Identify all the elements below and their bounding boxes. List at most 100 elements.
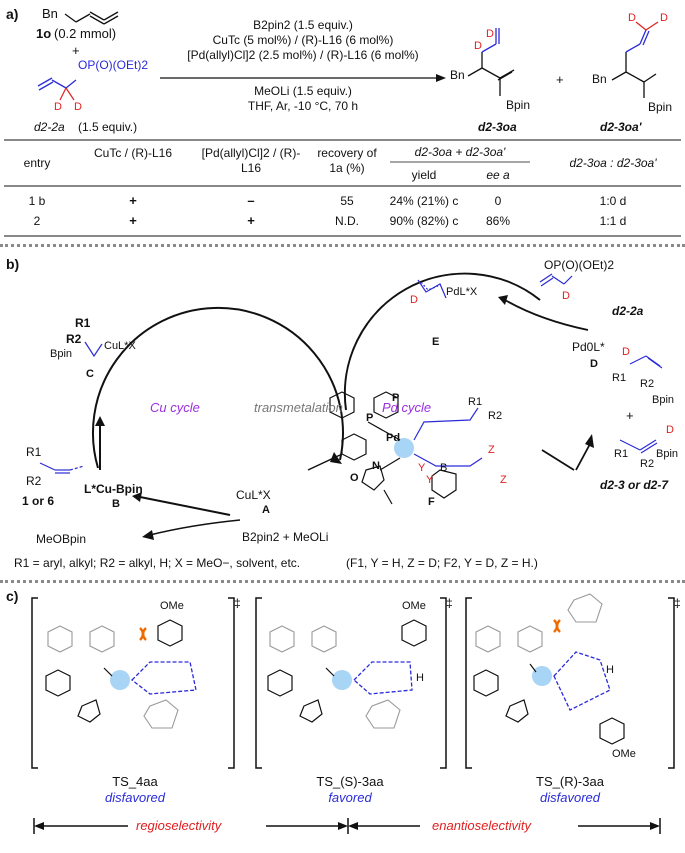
footnote-right: (F1, Y = H, Z = D; F2, Y = D, Z = H.) (346, 556, 538, 570)
ts1-note: disfavored (105, 790, 165, 805)
product-3oa-icon (467, 52, 515, 96)
allyl-c-icon (84, 341, 103, 358)
b-phosphate: OP(O)(OEt)2 (544, 258, 615, 272)
prod-bpin-2: Bpin (656, 448, 679, 460)
dagger-3: ‡ (674, 596, 681, 610)
allyl-phosphate-icon (37, 77, 77, 91)
th-ee: ee a (486, 168, 510, 182)
selectivity-arrows (33, 818, 661, 834)
f-p2: P (366, 412, 374, 424)
cell-ee: 0 (494, 194, 502, 208)
b-label: B (112, 498, 120, 510)
allene-r1: R1 (26, 445, 42, 459)
pd-cycle-label: Pd cycle (382, 400, 432, 415)
f-n: N (372, 460, 380, 472)
prod-name: d2-3 or d2-7 (600, 478, 669, 492)
condition-b2pin2: B2pin2 (1.5 equiv.) (253, 18, 353, 32)
prod-d2: D (666, 424, 674, 436)
compound-2a-name: d2-2a (34, 120, 65, 134)
f-label: F (428, 496, 435, 508)
pd-ball-ts3 (532, 666, 552, 686)
th-products: d2-3oa + d2-3oa' (414, 145, 506, 159)
a-label: A (262, 504, 270, 516)
prod-bpin: Bpin (652, 394, 675, 406)
condition-meoli: MeOLi (1.5 equiv.) (254, 84, 352, 98)
e-text: PdL*X (446, 286, 478, 298)
f-z1: Z (488, 444, 495, 456)
cell-pd: – (247, 193, 255, 208)
panel-b-label: b) (6, 256, 20, 272)
b-text: L*Cu-Bpin (84, 482, 143, 496)
product-1-name: d2-3oa (478, 120, 517, 134)
condition-cutc: CuTc (5 mol%) / (R)-L16 (6 mol%) (212, 33, 394, 47)
conditions-below: MeOLi (1.5 equiv.) THF, Ar, -10 °C, 70 h (160, 84, 446, 114)
f-p1: P (392, 392, 400, 404)
product-1-bpin: Bpin (506, 98, 531, 112)
cell-yield: 90% (82%) c (389, 214, 459, 228)
f-y1: Y (418, 462, 426, 474)
pd-ball-ts2 (332, 670, 352, 690)
product-1-d2: D (486, 28, 494, 40)
panel-c-label: c) (6, 588, 19, 604)
enantioselectivity-label: enantioselectivity (432, 818, 531, 833)
product-2-d1: D (628, 12, 636, 24)
th-pd: [Pd(allyl)Cl]2 / (R)-L16 (201, 146, 301, 175)
a-text: CuL*X (236, 488, 271, 502)
ts-brackets (31, 597, 675, 769)
allene-1o-icon (64, 11, 119, 25)
footnote-left: R1 = aryl, alkyl; R2 = alkyl, H; X = MeO… (14, 556, 301, 570)
pd-ball-f (394, 438, 414, 458)
th-ratio: d2-3oa : d2-3oa' (569, 156, 657, 170)
panel-a-label: a) (6, 6, 19, 22)
allyl-phosphate-b-icon (539, 273, 573, 287)
condition-pd: [Pd(allyl)Cl]2 (2.5 mol%) / (R)-L16 (6 m… (187, 48, 419, 62)
cell-entry: 1 b (28, 194, 46, 208)
product-2-d2: D (660, 12, 668, 24)
prod-r1-2: R1 (614, 448, 629, 460)
dagger-2: ‡ (446, 596, 453, 610)
cell-recovery: 55 (340, 194, 354, 208)
product-b-icon (619, 355, 663, 454)
c-r1: R1 (75, 316, 91, 330)
th-recovery: recovery of 1a (%) (317, 146, 377, 175)
cell-recovery: N.D. (335, 214, 359, 228)
e-label: E (432, 336, 440, 348)
ts3-h: H (606, 664, 614, 676)
phosphate-group: OP(O)(OEt)2 (78, 58, 149, 72)
ts1-name: TS_4aa (112, 774, 158, 789)
d-label: D (590, 358, 598, 370)
allyl-f-icon (413, 407, 483, 467)
ts3-note: disfavored (540, 790, 600, 805)
th-entry: entry (23, 156, 51, 170)
prod-r2-2: R2 (640, 458, 655, 470)
plus-products: + (556, 72, 564, 87)
product-2-name: d2-3oa' (600, 120, 642, 134)
cell-ratio: 1:0 d (599, 194, 627, 208)
separator-ab (0, 244, 685, 247)
cell-pd: + (247, 213, 255, 228)
compound-1o-amount: (0.2 mmol) (54, 26, 117, 41)
allene-name: 1 or 6 (22, 494, 55, 508)
f-o: O (350, 472, 359, 484)
ts3-ome: OMe (612, 748, 636, 760)
cu-cycle-arc (91, 306, 344, 469)
compound-2a-amount: (1.5 equiv.) (78, 120, 138, 134)
c-r2: R2 (66, 332, 82, 346)
ts2-h: H (416, 672, 424, 684)
prod-d: D (622, 346, 630, 358)
f-y2: Y (426, 474, 434, 486)
f-b: B (440, 462, 448, 474)
ts2-note: favored (328, 790, 372, 805)
pd-cycle-arc (343, 272, 541, 411)
cell-cu: + (129, 193, 137, 208)
allene-icon (39, 462, 85, 474)
condition-solvent: THF, Ar, -10 °C, 70 h (247, 99, 359, 113)
pd-ball-ts1 (110, 670, 130, 690)
cell-cu: + (129, 213, 137, 228)
product-1-bn: Bn (450, 68, 465, 82)
deuterium-1: D (54, 101, 62, 113)
deuterium-2: D (74, 101, 82, 113)
